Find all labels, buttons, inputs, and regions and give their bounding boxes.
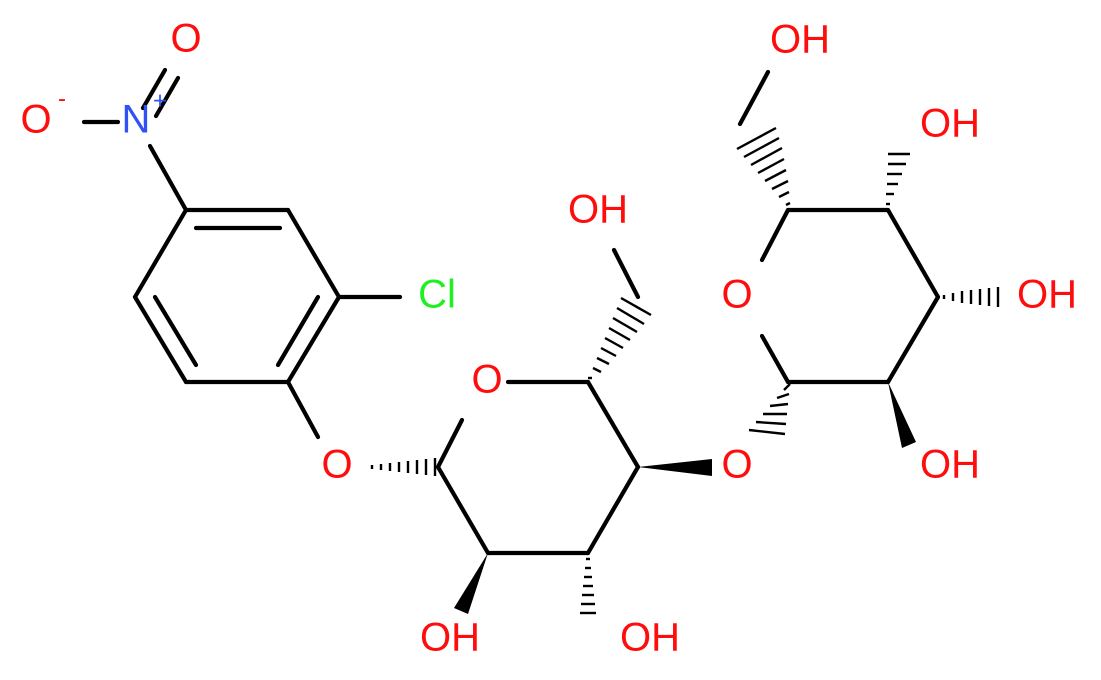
ring2-c4-oh-label: OH — [920, 102, 980, 146]
bond-ar-c3-c4 — [285, 294, 342, 385]
phenoxy-link: O — [285, 379, 437, 487]
bond-r2-c4-c3 — [885, 207, 941, 300]
wedge-r2-c2-oh — [888, 382, 916, 448]
nitro-o-minus-label: O — [20, 98, 51, 142]
hash-r1-c5-c6 — [588, 296, 652, 380]
ring2-c2-oh-label: OH — [920, 443, 980, 487]
sugar-ring-1: O OH OH OH — [420, 188, 712, 660]
hash-r1-c3-oh — [580, 557, 596, 615]
nitro-o-charge: - — [58, 85, 66, 112]
bond-ar-c5-c6 — [132, 294, 189, 385]
ring2-c3-oh-label: OH — [1017, 273, 1077, 317]
bond-r2-c1-o — [759, 333, 791, 385]
ring1-o-label: O — [471, 358, 502, 402]
hash-glycosidic-c1 — [748, 383, 791, 436]
ring2-o-label: O — [721, 273, 752, 317]
bond-ar-inner-left — [152, 294, 199, 368]
chloro-label: Cl — [418, 273, 456, 317]
bond-r1-c2-c1 — [435, 464, 491, 556]
sugar-ring-2: O OH OH — [721, 18, 1077, 487]
benzene-ring — [132, 207, 342, 385]
hash-r2-c4-oh — [886, 152, 910, 206]
ring2-ch2oh-label: OH — [770, 18, 830, 62]
chloro-group: Cl — [336, 273, 456, 317]
hash-r2-c3-oh — [942, 287, 1000, 307]
bond-n-o-double-a — [140, 67, 168, 111]
bond-r1-c5-c4 — [585, 379, 641, 470]
bond-c-n — [147, 143, 189, 213]
hash-c1-phenoxy — [370, 458, 437, 476]
phenoxy-o-label: O — [321, 443, 352, 487]
nitro-n-charge: + — [153, 87, 167, 114]
bond-r2-c6-oh — [737, 69, 771, 127]
wedge-r1-c2-oh — [454, 553, 488, 614]
wedge-r1-c4-o — [638, 459, 712, 476]
bond-r1-c1-o — [435, 417, 465, 470]
bond-c-o-phenoxy — [285, 379, 321, 440]
nitro-group: N + O O - — [20, 17, 202, 213]
ring1-c3-oh-label: OH — [620, 616, 680, 660]
bond-ar-c2-c3 — [285, 207, 342, 300]
bond-r2-c3-c2 — [885, 294, 941, 385]
hash-r2-c5-c6 — [736, 126, 791, 207]
bond-r1-c6-oh — [611, 247, 641, 300]
glycosidic-o-label: O — [721, 443, 752, 487]
bond-n-o-double-b — [153, 75, 181, 119]
bond-r1-c4-c3 — [585, 464, 641, 556]
ring1-c2-oh-label: OH — [420, 616, 480, 660]
ring1-ch2oh-label: OH — [568, 188, 628, 232]
bond-ar-c6-c1 — [132, 207, 189, 300]
nitro-n-label: N — [122, 98, 151, 142]
bond-r2-o-c5 — [759, 207, 791, 263]
bond-ar-inner-right — [275, 294, 321, 368]
nitro-o-top-label: O — [170, 17, 201, 61]
